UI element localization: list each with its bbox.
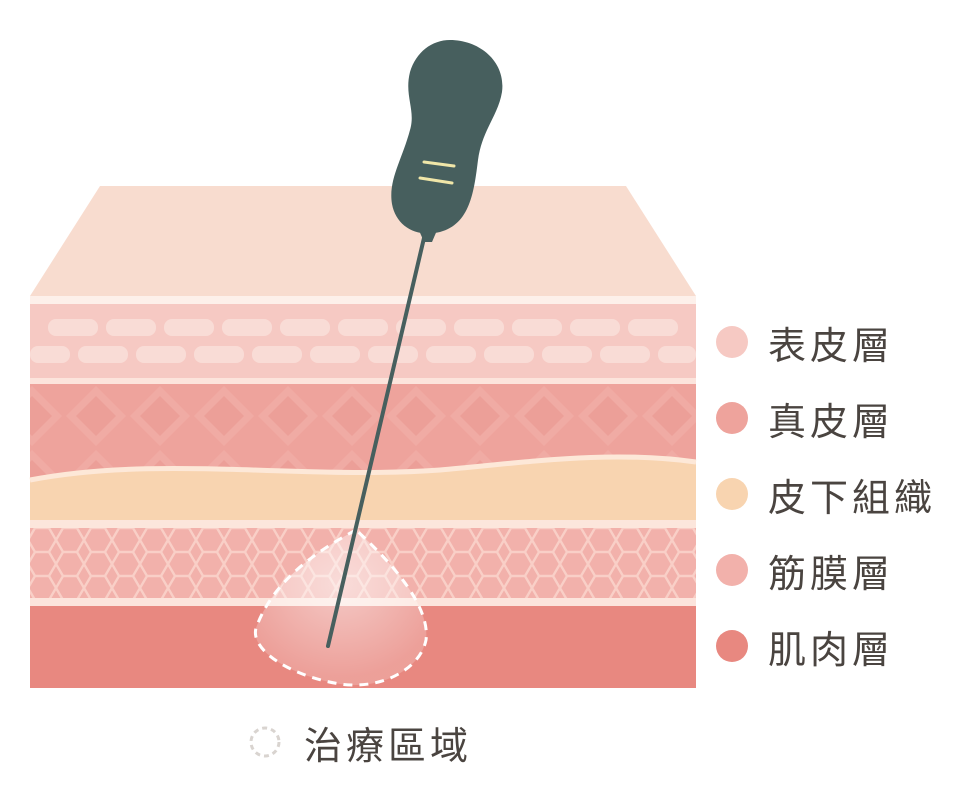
legend-muscle: 肌肉層 — [716, 626, 894, 672]
legend-dot-subcutaneous — [716, 478, 748, 510]
dashed-circle-icon — [249, 726, 281, 758]
legend-dot-fascia — [716, 554, 748, 586]
legend-label-subcutaneous: 皮下組織 — [768, 475, 937, 520]
legend-epidermis: 表皮層 — [716, 322, 894, 368]
treatment-area-label: 治療區域 — [304, 723, 473, 768]
legend-dot-muscle — [716, 630, 748, 662]
legend-label-muscle: 肌肉層 — [768, 627, 895, 672]
legend-dot-dermis — [716, 402, 748, 434]
top-edge — [30, 296, 696, 304]
separator-2 — [30, 520, 696, 528]
legend-fascia: 筋膜層 — [716, 550, 894, 596]
treatment-zone — [253, 528, 428, 687]
legend-treatment-area: 治療區域 — [246, 720, 472, 768]
top-face — [30, 186, 696, 296]
legend-label-fascia: 筋膜層 — [768, 551, 895, 596]
legend-label-dermis: 真皮層 — [768, 399, 895, 444]
layer-epidermis — [30, 304, 696, 380]
separator-1 — [30, 378, 696, 384]
subcutaneous-top-line — [29, 454, 697, 483]
epidermis-cells — [30, 319, 696, 363]
legend-subcutaneous: 皮下組織 — [716, 474, 936, 520]
legend-dermis: 真皮層 — [716, 398, 894, 444]
legend-label-epidermis: 表皮層 — [768, 323, 895, 368]
needle-icon — [326, 40, 503, 648]
legend-dot-epidermis — [716, 326, 748, 358]
